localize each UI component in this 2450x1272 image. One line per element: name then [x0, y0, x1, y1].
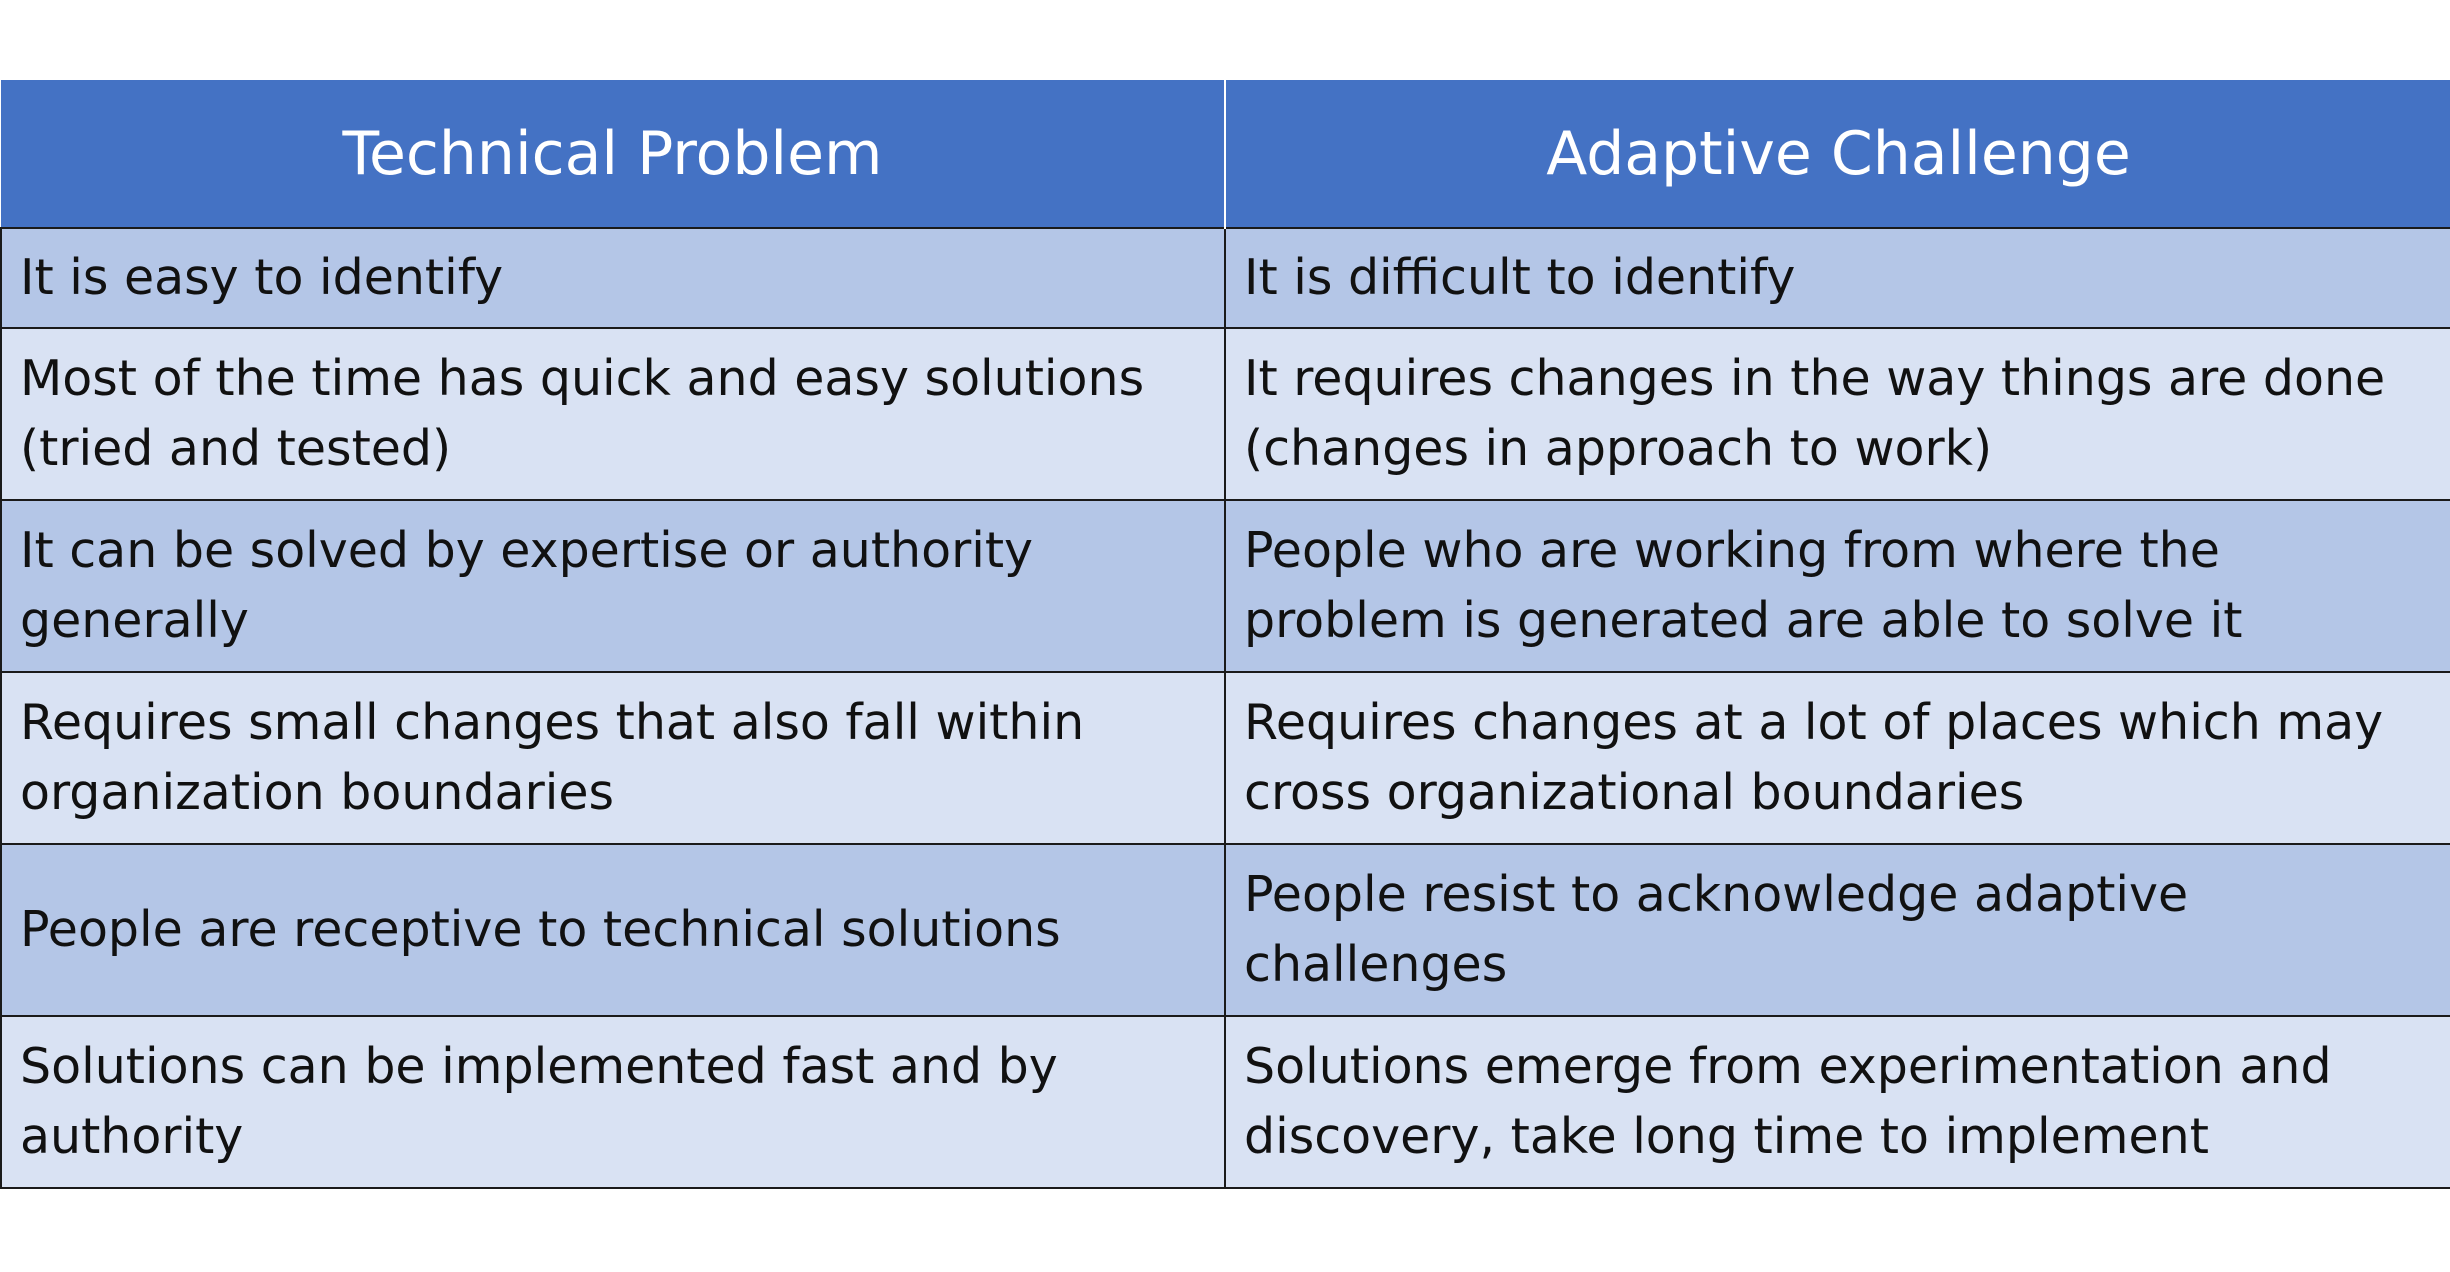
table-row: Requires small changes that also fall wi…: [0, 671, 2450, 845]
technical-cell: Solutions can be implemented fast and by…: [0, 1015, 1226, 1189]
technical-cell: Requires small changes that also fall wi…: [0, 671, 1226, 845]
table-row: It can be solved by expertise or authori…: [0, 499, 2450, 673]
table-row: It is easy to identify It is difficult t…: [0, 227, 2450, 329]
table-body: It is easy to identify It is difficult t…: [0, 227, 2450, 1189]
header-adaptive-challenge: Adaptive Challenge: [1224, 80, 2450, 228]
adaptive-cell: It is difficult to identify: [1224, 227, 2450, 329]
table-row: People are receptive to technical soluti…: [0, 843, 2450, 1017]
technical-cell: It can be solved by expertise or authori…: [0, 499, 1226, 673]
adaptive-cell: People who are working from where the pr…: [1224, 499, 2450, 673]
comparison-table: Technical Problem Adaptive Challenge It …: [0, 80, 2450, 1189]
adaptive-cell: Solutions emerge from experimentation an…: [1224, 1015, 2450, 1189]
table-header: Technical Problem Adaptive Challenge: [1, 80, 2450, 228]
technical-cell: Most of the time has quick and easy solu…: [0, 327, 1226, 501]
comparison-table-container: Technical Problem Adaptive Challenge It …: [0, 80, 2450, 1189]
header-technical-problem: Technical Problem: [1, 80, 1226, 228]
adaptive-cell: People resist to acknowledge adaptive ch…: [1224, 843, 2450, 1017]
adaptive-cell: It requires changes in the way things ar…: [1224, 327, 2450, 501]
header-row: Technical Problem Adaptive Challenge: [1, 80, 2450, 228]
adaptive-cell: Requires changes at a lot of places whic…: [1224, 671, 2450, 845]
technical-cell: It is easy to identify: [0, 227, 1226, 329]
table-row: Most of the time has quick and easy solu…: [0, 327, 2450, 501]
technical-cell: People are receptive to technical soluti…: [0, 843, 1226, 1017]
table-row: Solutions can be implemented fast and by…: [0, 1015, 2450, 1189]
